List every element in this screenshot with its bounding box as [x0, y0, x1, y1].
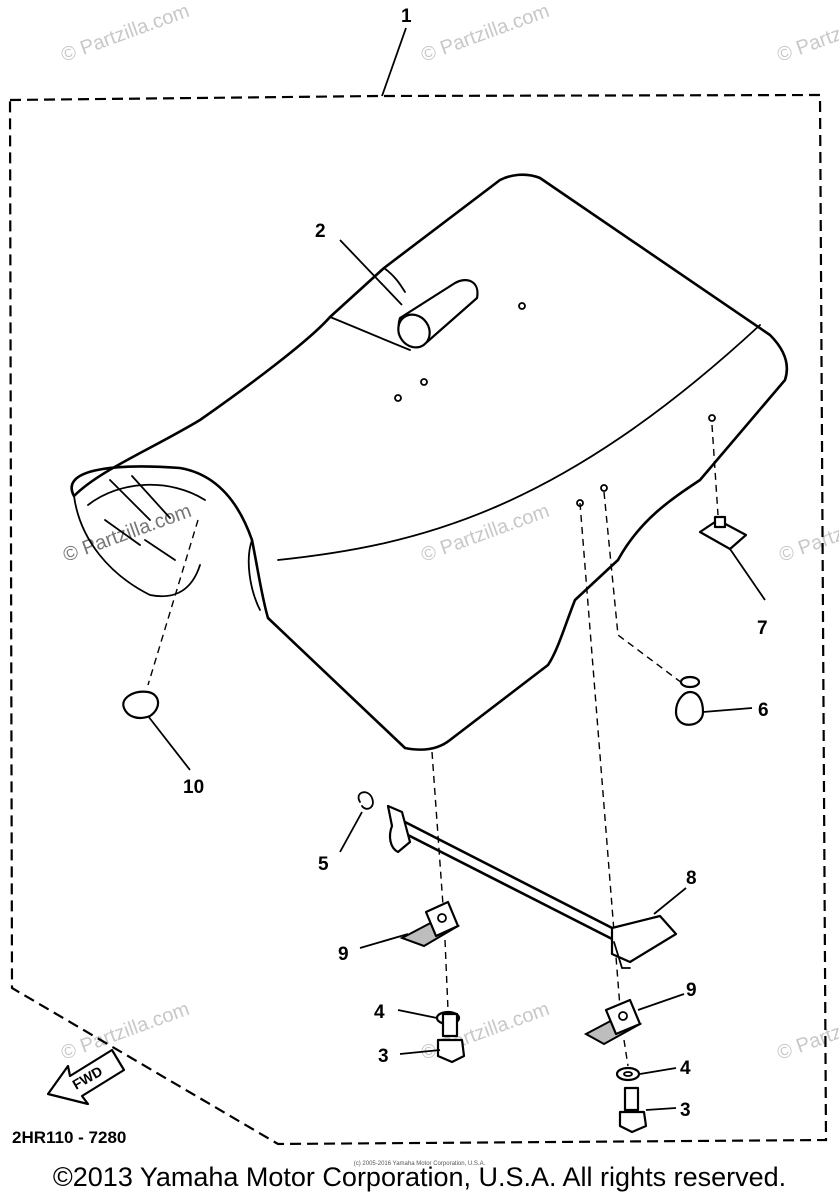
- part-7-clip-nut: [698, 515, 748, 551]
- watermark: © Partzilla.com: [58, 998, 192, 1065]
- leader-line-4a: [397, 1009, 438, 1019]
- part-5-spring-clip: [357, 791, 374, 810]
- part-6-damper: [674, 675, 705, 726]
- callout-7: 7: [757, 618, 768, 639]
- callout-4b: 4: [680, 1058, 691, 1079]
- watermark: © Partzilla.com: [418, 0, 552, 67]
- watermark: © Partzilla.com: [418, 500, 552, 567]
- callout-3b: 3: [680, 1100, 691, 1121]
- assembly-boundary: [8, 93, 828, 1146]
- leader-line-3b: [645, 1107, 677, 1111]
- watermark: © Partzilla.com: [774, 0, 839, 67]
- diagram-code: 2HR110 - 7280: [12, 1128, 127, 1147]
- leader-line-9b: [637, 993, 685, 1011]
- guide-line-4b: [623, 1039, 629, 1067]
- callout-10: 10: [183, 777, 204, 798]
- watermark: © Partzilla.com: [776, 500, 839, 567]
- leader-line-8: [653, 887, 687, 915]
- fine-print: (c) 2005-2016 Yamaha Motor Corporation, …: [353, 1161, 486, 1167]
- fwd-arrow-icon: FWD: [46, 1048, 126, 1106]
- callout-5: 5: [318, 854, 329, 875]
- callout-1: 1: [401, 6, 412, 27]
- part-3b-bolt: [618, 1086, 648, 1134]
- callout-2: 2: [315, 221, 326, 242]
- part-4b-washer: [615, 1066, 641, 1082]
- part-9b-bracket: [583, 998, 643, 1046]
- part-3a-bolt: [436, 1012, 466, 1064]
- callout-6: 6: [758, 700, 769, 721]
- leader-line-2: [339, 239, 403, 306]
- leader-line-1: [381, 27, 407, 97]
- watermark: © Partzilla.com: [60, 500, 194, 567]
- guide-line-10: [147, 519, 199, 686]
- part-10-damper: [122, 690, 160, 719]
- leader-line-3a: [399, 1049, 441, 1055]
- watermark: © Partzilla.com: [58, 0, 192, 67]
- leader-line-4b: [639, 1067, 677, 1075]
- leader-line-6: [702, 707, 753, 713]
- callout-9a: 9: [338, 944, 349, 965]
- copyright-notice: ©2013 Yamaha Motor Corporation, U.S.A. A…: [52, 1162, 787, 1192]
- part-2-seat-pipe: [397, 279, 479, 349]
- callout-9b: 9: [686, 980, 697, 1001]
- watermark: © Partzilla.com: [774, 998, 839, 1065]
- leader-line-10: [147, 715, 191, 771]
- seat: [70, 173, 789, 751]
- callout-3a: 3: [378, 1046, 389, 1067]
- guide-line-4a: [444, 939, 449, 1011]
- guide-line-6: [603, 491, 687, 687]
- part-8-lock-rod: [386, 804, 678, 969]
- leader-line-7: [729, 548, 766, 601]
- part-9a-bracket: [399, 900, 461, 948]
- leader-line-9a: [359, 933, 409, 949]
- guide-line-9a: [431, 751, 444, 906]
- callout-4a: 4: [374, 1002, 385, 1023]
- guide-line-7: [711, 424, 719, 516]
- callout-8: 8: [686, 868, 697, 889]
- leader-line-5: [339, 811, 363, 853]
